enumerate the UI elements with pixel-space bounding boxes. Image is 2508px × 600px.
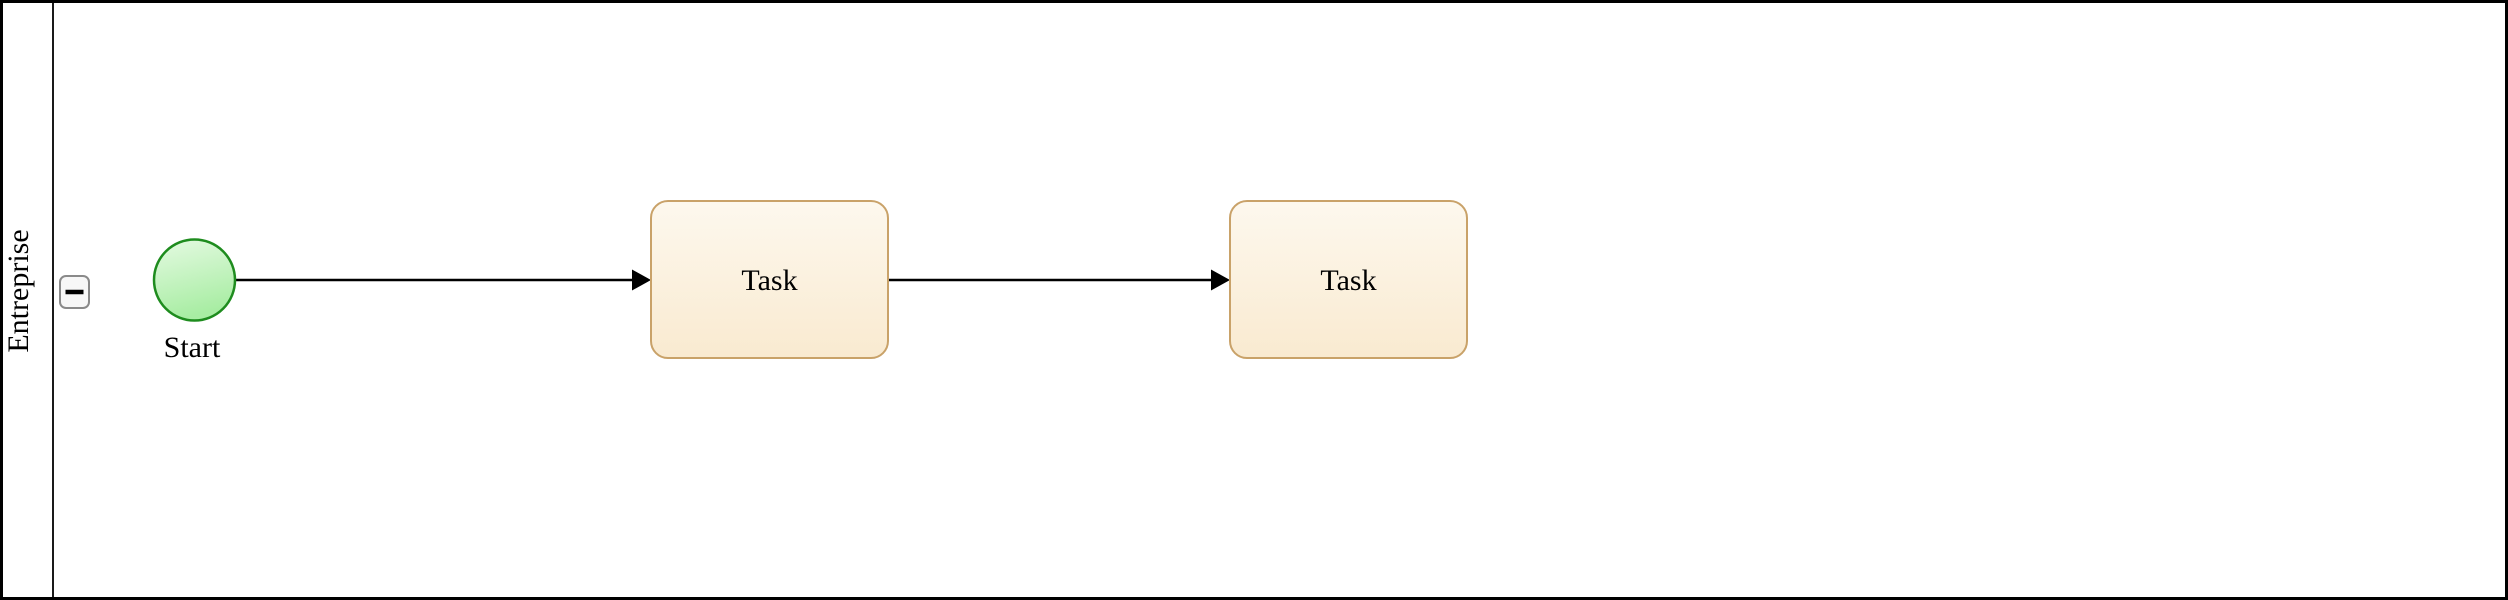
start-event-label: Start xyxy=(164,331,221,364)
task-1-box[interactable] xyxy=(650,200,889,359)
task-1[interactable]: Task xyxy=(650,200,889,359)
flow-1-arrowhead-icon xyxy=(632,269,651,291)
collapse-button[interactable] xyxy=(59,275,90,309)
task-2-label: Task xyxy=(1320,264,1376,297)
sequence-flow-2 xyxy=(888,269,1230,291)
flow-2-arrowhead-icon xyxy=(1211,269,1230,291)
start-event[interactable]: Start xyxy=(152,238,237,365)
pool-label: Entreprise xyxy=(2,229,35,352)
sequence-flow-1 xyxy=(235,269,651,291)
start-event-circle[interactable] xyxy=(152,238,237,322)
task-2-box[interactable] xyxy=(1229,200,1468,359)
task-2[interactable]: Task xyxy=(1229,200,1468,359)
task-1-label: Task xyxy=(741,264,797,297)
